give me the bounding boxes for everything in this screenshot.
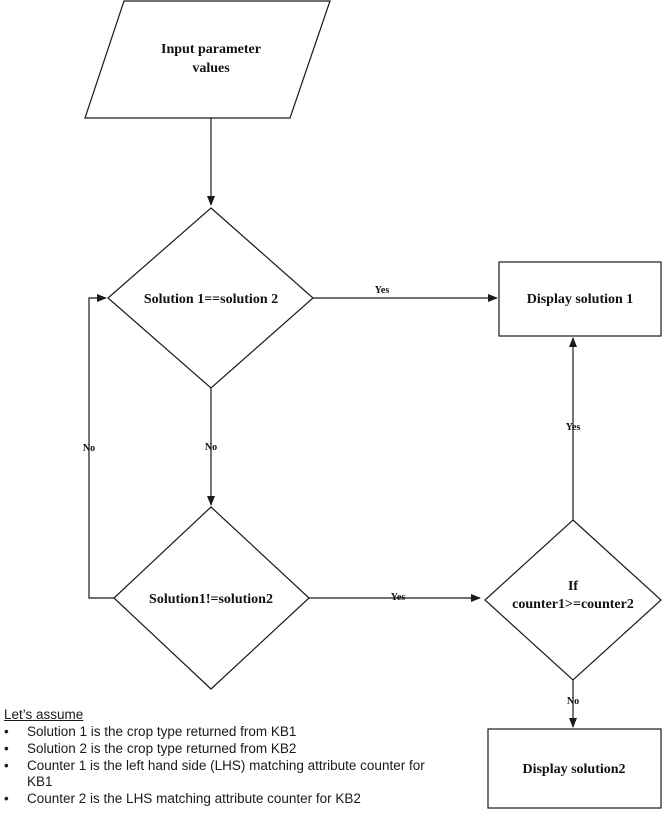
display-solution1-label: Display solution 1 (527, 292, 634, 307)
decision2-label: Solution1!=solution2 (149, 592, 273, 607)
display-solution1-box (498, 261, 662, 337)
notes-list: Solution 1 is the crop type returned fro… (4, 724, 444, 807)
edge-label-decision1-no: No (205, 442, 217, 453)
decision2-diamond (113, 506, 310, 690)
notes-item: Solution 1 is the crop type returned fro… (4, 724, 444, 740)
edge-decision2-no-loop (88, 294, 114, 599)
notes-item: Counter 2 is the LHS matching attribute … (4, 791, 444, 807)
edge-label-decision2-no: No (83, 443, 95, 454)
decision3-label-line2: counter1>=counter2 (512, 597, 634, 612)
edge-label-decision1-yes: Yes (375, 285, 390, 296)
notes-title: Let’s assume (4, 707, 84, 722)
edge-label-decision3-no: No (567, 696, 579, 707)
notes-item: Solution 2 is the crop type returned fro… (4, 741, 444, 757)
input-label-line2: values (192, 61, 230, 76)
display-solution2-label: Display solution2 (522, 762, 625, 777)
input-label-line1: Input parameter (161, 42, 261, 57)
display-solution2-box (487, 728, 662, 809)
assumptions-notes: Let’s assume Solution 1 is the crop type… (4, 707, 444, 808)
input-parallelogram (84, 0, 331, 119)
edge-label-decision2-yes: Yes (391, 592, 406, 603)
decision3-label-line1: If (568, 579, 578, 594)
edge-label-decision3-yes: Yes (566, 422, 581, 433)
decision1-label: Solution 1==solution 2 (144, 292, 278, 307)
notes-item: Counter 1 is the left hand side (LHS) ma… (4, 758, 444, 790)
